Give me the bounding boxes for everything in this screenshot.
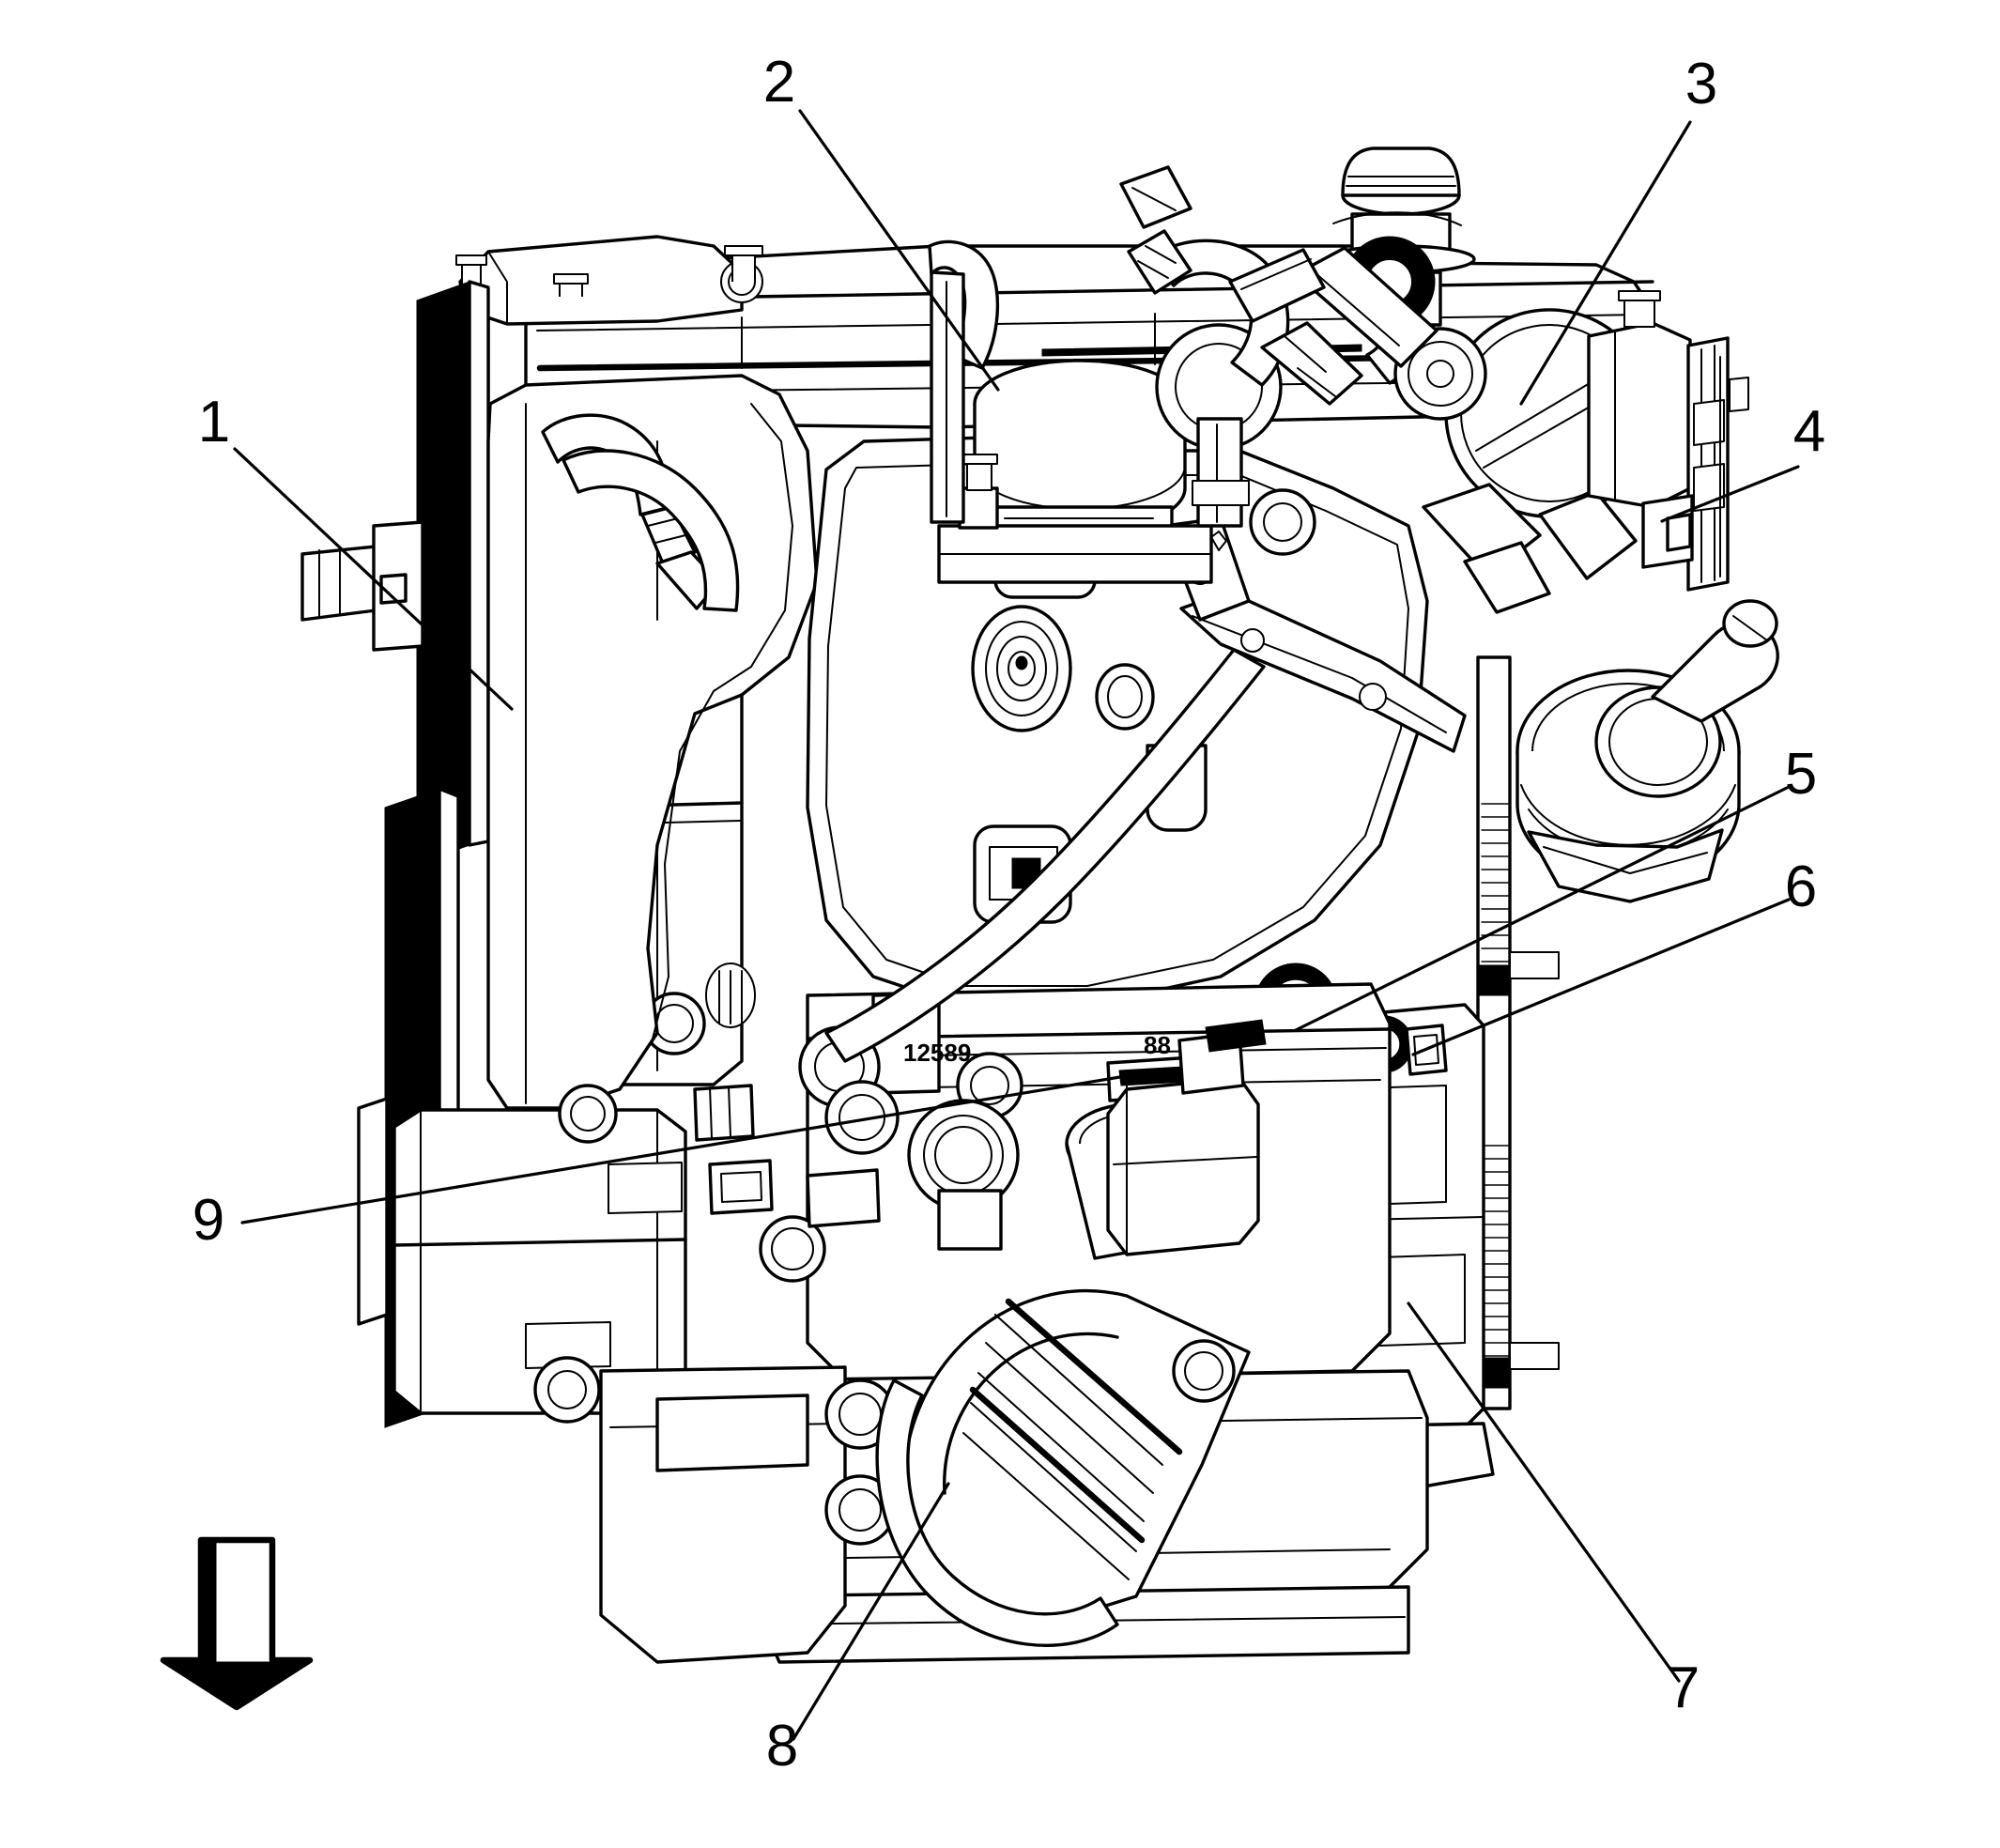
callout-label-9: 9 bbox=[192, 1188, 224, 1253]
lower-block-skirt bbox=[599, 1365, 896, 1664]
left-lower-connector bbox=[693, 1084, 755, 1142]
coolant-outlet-housing bbox=[1515, 599, 1779, 903]
casting-number-primary: 12589 bbox=[903, 1039, 971, 1067]
coolant-pipe-diagonal bbox=[824, 648, 1266, 1063]
callout-numbers: 1 2 3 4 5 6 7 8 9 bbox=[192, 50, 1825, 1779]
callout-label-5: 5 bbox=[1785, 742, 1817, 807]
engine-assembly: 12589 88 bbox=[300, 146, 1779, 1664]
throttle-body-canister bbox=[973, 359, 1187, 547]
coolant-hose-left-lower bbox=[562, 449, 740, 612]
intake-manifold-bracket bbox=[937, 454, 1213, 584]
electrical-connector-left bbox=[300, 520, 424, 652]
callout-label-3: 3 bbox=[1685, 52, 1717, 116]
callout-leaders bbox=[233, 109, 1800, 1741]
front-of-vehicle-arrow bbox=[160, 1536, 314, 1711]
lower-left-fasteners bbox=[558, 1080, 900, 1283]
casting-number-marks: 12589 88 bbox=[903, 1031, 1171, 1067]
leader-line-6 bbox=[1411, 898, 1791, 1056]
leader-line-9 bbox=[240, 1069, 1162, 1224]
callout-label-6: 6 bbox=[1785, 855, 1817, 919]
leader-line-2 bbox=[798, 109, 1000, 392]
callout-label-8: 8 bbox=[766, 1714, 798, 1779]
callout-label-4: 4 bbox=[1793, 399, 1825, 464]
wiring-harness-top bbox=[1119, 165, 1462, 229]
upper-bolts-left bbox=[455, 254, 589, 297]
leader-line-1 bbox=[233, 447, 514, 711]
leader-line-5 bbox=[1294, 785, 1791, 1032]
starter-motor bbox=[1106, 1019, 1267, 1256]
leader-line-8 bbox=[792, 1482, 950, 1741]
callout-label-7: 7 bbox=[1668, 1656, 1700, 1720]
leader-line-4 bbox=[1660, 465, 1800, 523]
right-edge-rail bbox=[1719, 356, 1749, 578]
leader-line-7 bbox=[1407, 1301, 1681, 1683]
casting-number-secondary: 88 bbox=[1144, 1031, 1171, 1059]
right-accessory-block bbox=[1587, 290, 1730, 592]
callout-label-1: 1 bbox=[198, 390, 230, 454]
leader-line-3 bbox=[1519, 120, 1692, 406]
callout-label-2: 2 bbox=[763, 50, 795, 115]
